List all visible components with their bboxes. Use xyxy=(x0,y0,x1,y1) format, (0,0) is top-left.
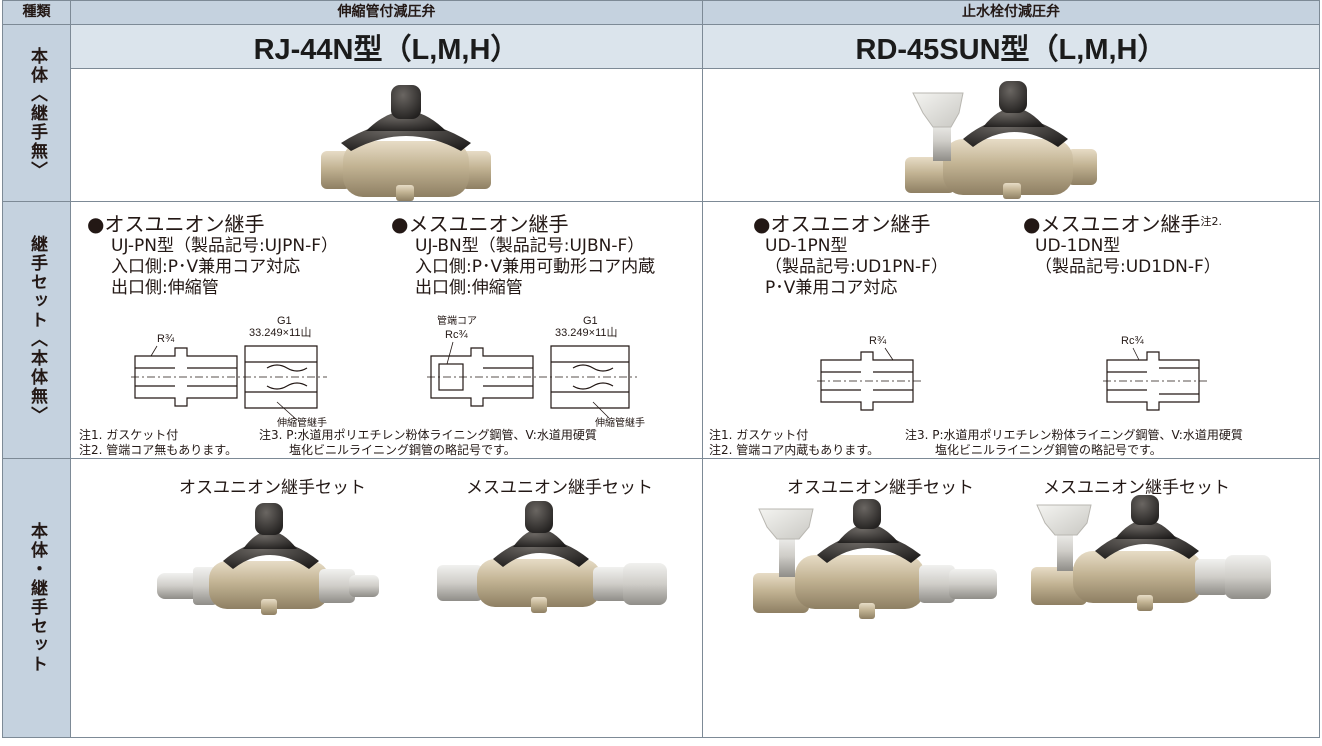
g1-label-col1a: G1 xyxy=(277,316,292,327)
r34-label-col1: R¾ xyxy=(157,333,175,345)
male-union-col1: ●オスユニオン継手 UJ-PN型（製品記号:UJPN-F） 入口側:P･V兼用コ… xyxy=(87,212,338,299)
fitting-row: 継手セット〈本体無〉 ●オスユニオン継手 UJ-PN型（製品記号:UJPN-F）… xyxy=(2,201,1320,459)
thread-label-col1b: 33.249×11山 xyxy=(555,326,618,339)
body-row-label: 本体〈継手無〉 xyxy=(2,24,71,202)
model-name-col2: RD-45SUN型（L,M,H） xyxy=(702,24,1320,69)
note2-col1: 注2. 管端コア無もあります。 xyxy=(79,443,238,457)
female-union-col2: ●メスユニオン継手注2. UD-1DN型 （製品記号:UD1DN-F） xyxy=(1023,212,1222,278)
male-union-col1-inlet: 入口側:P･V兼用コア対応 xyxy=(111,257,301,277)
fitting-row-label: 継手セット〈本体無〉 xyxy=(2,201,71,459)
note3-col1: 注3. P:水道用ポリエチレン粉体ライニング鋼管、V:水道用硬質 xyxy=(259,428,597,442)
rj44n-valve-image xyxy=(321,85,491,201)
model-name-col1: RJ-44N型（L,M,H） xyxy=(70,24,703,69)
male-set-image-col2 xyxy=(753,499,997,619)
note1-col1: 注1. ガスケット付 xyxy=(79,428,179,442)
set-row-label: 本体・継手セット xyxy=(2,458,71,738)
body-photo-col2 xyxy=(702,68,1320,202)
set-col2: オスユニオン継手セット メスユニオン継手セット xyxy=(702,458,1320,738)
body-photo-row xyxy=(3,68,1320,202)
male-set-caption-col2: オスユニオン継手セット xyxy=(787,478,974,498)
set-col1: オスユニオン継手セット メスユニオン継手セット xyxy=(70,458,703,738)
male-union-col2-title: ●オスユニオン継手 xyxy=(753,212,931,236)
male-union-col2-code: （製品記号:UD1PN-F） xyxy=(765,257,948,277)
note3-col1-cont: 塩化ビニルライニング鋼管の略記号です。 xyxy=(289,443,516,457)
female-set-image-col2 xyxy=(1031,495,1271,611)
note1-col2: 注1. ガスケット付 xyxy=(709,428,809,442)
r34-label-col2: R¾ xyxy=(869,335,887,347)
notes-col2-right: 注3. P:水道用ポリエチレン粉体ライニング鋼管、V:水道用硬質 塩化ビニルライ… xyxy=(905,428,1243,458)
set-row: 本体・継手セット オスユニオン継手セット メスユニオン継手セット xyxy=(2,458,1320,738)
female-union-col1-drawing: 管端コア Rc¾ G1 33.249×11山 伸縮管継手 xyxy=(427,314,645,428)
rc34-label-col2: Rc¾ xyxy=(1121,335,1144,347)
set-row-label-text: 本体・継手セット xyxy=(27,522,47,674)
note3-col2: 注3. P:水道用ポリエチレン粉体ライニング鋼管、V:水道用硬質 xyxy=(905,428,1243,442)
g1-label-col1b: G1 xyxy=(583,315,598,327)
fitting-col2: ●オスユニオン継手 UD-1PN型 （製品記号:UD1PN-F） P･V兼用コア… xyxy=(702,201,1320,459)
rc34-label-col1: Rc¾ xyxy=(445,329,468,341)
male-union-col2-core: P･V兼用コア対応 xyxy=(765,278,898,298)
male-set-image-col1 xyxy=(157,503,379,615)
male-union-col1-outlet: 出口側:伸縮管 xyxy=(111,278,219,298)
rd45sun-valve-image xyxy=(905,81,1097,199)
bellows-label-col1b: 伸縮管継手 xyxy=(595,416,645,428)
female-union-col2-drawing: Rc¾ xyxy=(1103,335,1209,411)
model-row: 本体〈継手無〉 RJ-44N型（L,M,H） RD-45SUN型（L,M,H） xyxy=(2,24,1320,202)
male-union-col2-drawing: R¾ xyxy=(817,335,923,411)
female-union-col1: ●メスユニオン継手 UJ-BN型（製品記号:UJBN-F） 入口側:P･V兼用可… xyxy=(391,212,655,299)
thread-label-col1a: 33.249×11山 xyxy=(249,326,312,339)
female-union-col2-code: （製品記号:UD1DN-F） xyxy=(1035,257,1221,277)
female-set-caption-col1: メスユニオン継手セット xyxy=(466,478,653,498)
female-union-col2-note-ref: 注2. xyxy=(1200,215,1222,228)
female-set-image-col1 xyxy=(437,501,667,613)
male-union-col2-model: UD-1PN型 xyxy=(765,236,848,256)
body-photo-col1 xyxy=(70,68,703,202)
male-union-col1-title: ●オスユニオン継手 xyxy=(87,212,265,236)
col2-header: 止水栓付減圧弁 xyxy=(702,0,1320,25)
female-union-col1-outlet: 出口側:伸縮管 xyxy=(415,278,523,298)
male-union-col1-drawing: R¾ G1 33.249×11山 伸縮管継手 xyxy=(131,316,327,428)
kantan-core-label: 管端コア xyxy=(437,314,477,327)
notes-col2-left: 注1. ガスケット付 注2. 管端コア内蔵もあります。 xyxy=(709,428,879,458)
female-union-col2-title: ●メスユニオン継手 xyxy=(1023,212,1201,236)
female-union-col1-model: UJ-BN型（製品記号:UJBN-F） xyxy=(415,236,645,256)
bellows-label-col1a: 伸縮管継手 xyxy=(277,416,327,428)
male-union-col2: ●オスユニオン継手 UD-1PN型 （製品記号:UD1PN-F） P･V兼用コア… xyxy=(753,212,948,299)
female-set-caption-col2: メスユニオン継手セット xyxy=(1043,478,1230,498)
body-row-label-text: 本体〈継手無〉 xyxy=(27,46,47,180)
female-union-col1-title: ●メスユニオン継手 xyxy=(391,212,569,236)
note3-col2-cont: 塩化ビニルライニング鋼管の略記号です。 xyxy=(935,443,1162,457)
male-set-caption-col1: オスユニオン継手セット xyxy=(179,478,366,498)
female-union-col1-inlet: 入口側:P･V兼用可動形コア内蔵 xyxy=(415,257,656,277)
notes-col1-left: 注1. ガスケット付 注2. 管端コア無もあります。 xyxy=(79,428,237,458)
notes-col1-right: 注3. P:水道用ポリエチレン粉体ライニング鋼管、V:水道用硬質 塩化ビニルライ… xyxy=(259,428,597,458)
header-row: 種類 伸縮管付減圧弁 止水栓付減圧弁 xyxy=(2,0,1320,25)
fitting-row-label-text: 継手セット〈本体無〉 xyxy=(27,235,47,425)
col1-header: 伸縮管付減圧弁 xyxy=(70,0,703,25)
male-union-col1-model: UJ-PN型（製品記号:UJPN-F） xyxy=(111,236,339,256)
female-union-col2-model: UD-1DN型 xyxy=(1035,236,1121,256)
kind-header: 種類 xyxy=(2,0,71,25)
note2-col2: 注2. 管端コア内蔵もあります。 xyxy=(709,443,880,457)
fitting-col1: ●オスユニオン継手 UJ-PN型（製品記号:UJPN-F） 入口側:P･V兼用コ… xyxy=(70,201,703,459)
